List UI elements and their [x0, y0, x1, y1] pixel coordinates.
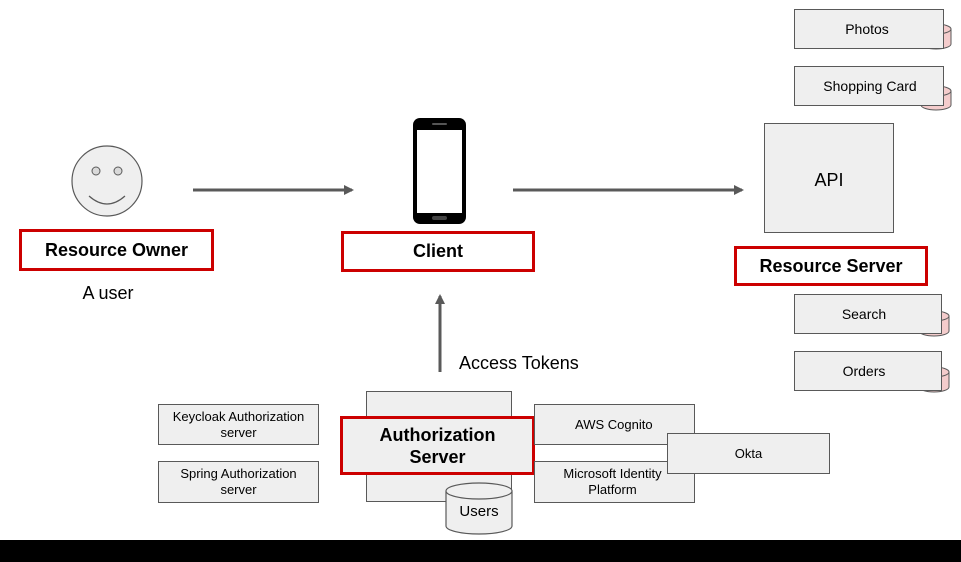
- provider-label: Okta: [734, 446, 763, 461]
- provider-label: Spring Authorization server: [180, 466, 297, 497]
- client-label: Client: [412, 241, 463, 261]
- resource-owner-caption: A user: [82, 283, 134, 303]
- provider-okta: Okta: [667, 433, 830, 474]
- resource-server-label: Resource Server: [759, 255, 903, 276]
- data-store-label: Search: [841, 306, 887, 322]
- data-store-orders: Orders: [794, 351, 942, 391]
- provider-keycloak: Keycloak Authorization server: [158, 404, 319, 445]
- smiley-face-icon: [71, 145, 143, 217]
- provider-label: AWS Cognito: [575, 417, 653, 432]
- api-label: API: [814, 170, 844, 190]
- provider-label: Keycloak Authorization server: [172, 408, 305, 440]
- data-store-search: Search: [794, 294, 942, 334]
- api-box: API: [764, 123, 894, 233]
- authorization-server-label: Authorization Server: [379, 424, 496, 467]
- authorization-server-box: Authorization Server: [340, 416, 535, 475]
- data-store-shopping-card: Shopping Card: [794, 66, 944, 106]
- resource-server-box: Resource Server: [734, 246, 928, 286]
- users-db-label: Users: [459, 503, 499, 520]
- data-store-label: Photos: [845, 21, 889, 37]
- provider-spring: Spring Authorization server: [158, 461, 319, 503]
- client-box: Client: [341, 231, 535, 272]
- access-tokens-label: Access Tokens: [459, 353, 579, 373]
- resource-owner-label: Resource Owner: [44, 239, 189, 260]
- data-store-photos: Photos: [794, 9, 944, 49]
- resource-owner-box: Resource Owner: [19, 229, 214, 271]
- data-store-label: Shopping Card: [823, 78, 917, 94]
- smartphone-icon: [413, 118, 466, 224]
- provider-label: Microsoft Identity Platform: [563, 466, 662, 497]
- data-store-label: Orders: [842, 363, 886, 379]
- oauth-roles-diagram: Resource Owner A user Client Access Toke…: [0, 0, 961, 540]
